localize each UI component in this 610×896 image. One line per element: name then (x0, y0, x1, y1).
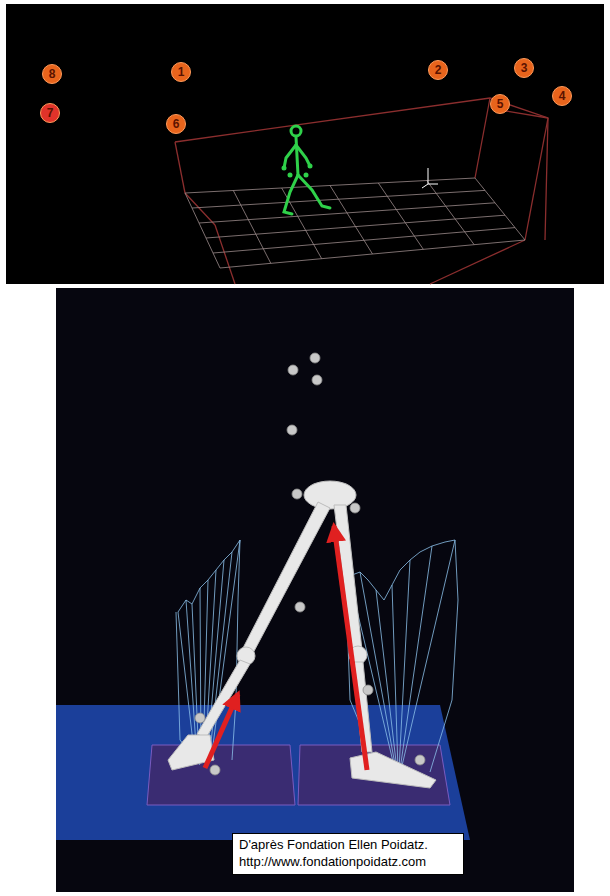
floor (56, 705, 470, 840)
camera-number: 8 (49, 68, 56, 80)
camera-number: 4 (559, 90, 566, 102)
camera-marker: 3 (514, 58, 534, 78)
camera-marker: 8 (42, 64, 62, 84)
force-butterfly (176, 540, 458, 772)
camera-marker: 1 (171, 62, 191, 82)
floor-grid (185, 178, 525, 268)
capture-volume (175, 98, 548, 284)
stick-figure-markers (282, 164, 313, 178)
camera-number: 7 (47, 107, 54, 119)
camera-marker: 7 (40, 103, 60, 123)
capture-panel (6, 4, 604, 284)
camera-marker: 4 (552, 86, 572, 106)
model-panel (56, 288, 574, 892)
camera-marker: 6 (166, 114, 186, 134)
camera-number: 2 (435, 64, 442, 76)
camera-marker: 2 (428, 60, 448, 80)
camera-number: 3 (521, 62, 528, 74)
force-vectors (205, 526, 367, 770)
skeleton (168, 481, 436, 788)
camera-marker: 5 (490, 94, 510, 114)
axis-icon (422, 168, 438, 188)
stick-figure (284, 126, 330, 214)
camera-number: 6 (173, 118, 180, 130)
camera-number: 5 (497, 98, 504, 110)
source-caption: D'après Fondation Ellen Poidatz. http://… (232, 833, 464, 875)
reflective-markers (195, 353, 425, 775)
camera-number: 1 (178, 66, 185, 78)
